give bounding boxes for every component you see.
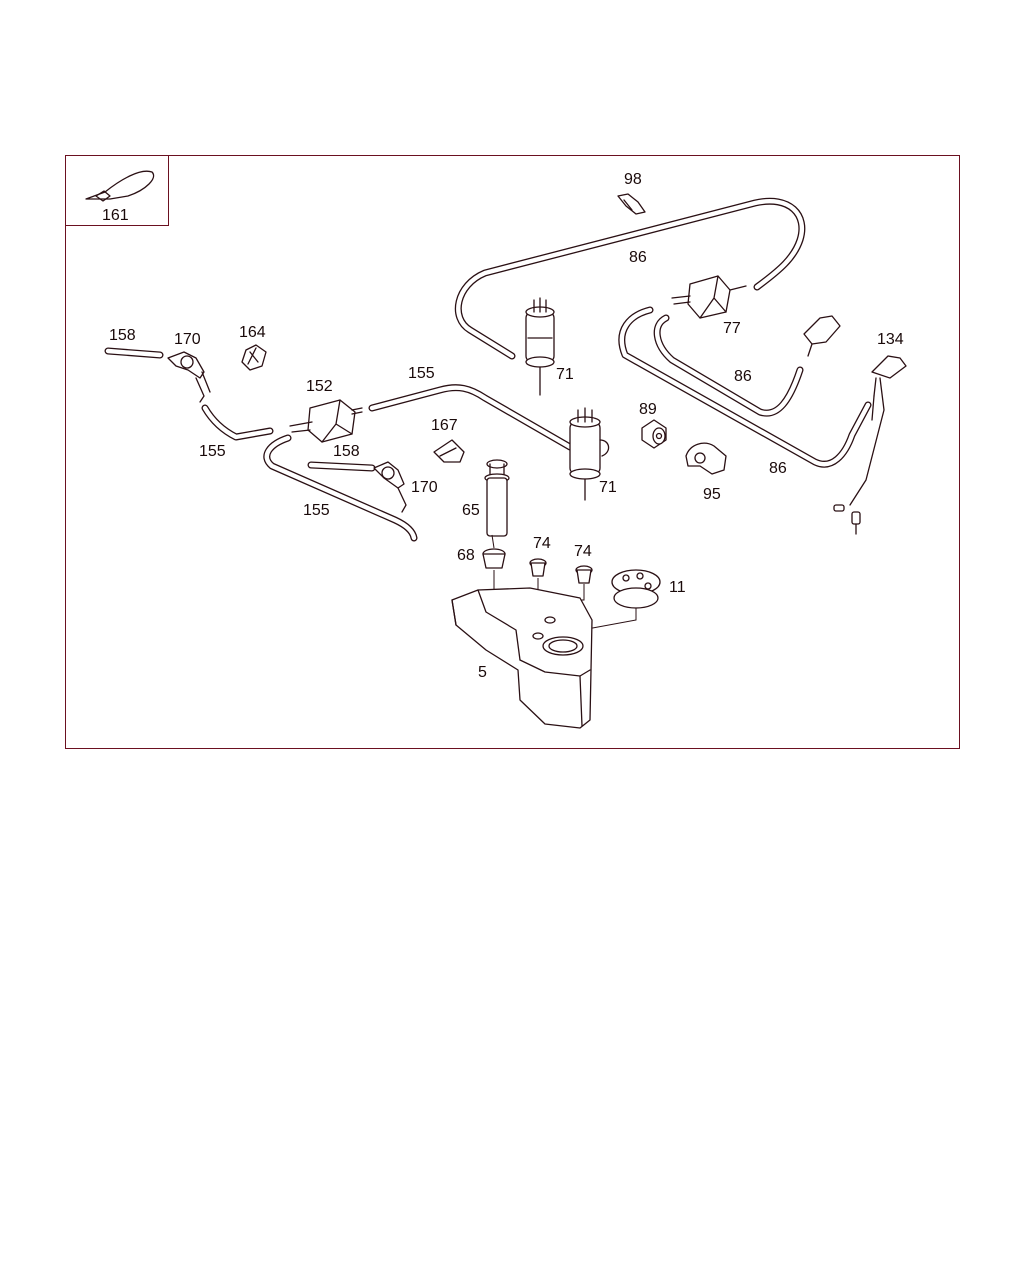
valve-152 (289, 399, 363, 443)
part-label-5: 5 (478, 664, 487, 681)
diagram-frame (65, 155, 960, 749)
part-label-71b: 71 (599, 479, 617, 496)
part-label-158b: 158 (333, 443, 360, 460)
part-label-89: 89 (639, 401, 657, 418)
hose-155-upper (368, 384, 574, 451)
hose-158-lower (307, 461, 376, 472)
grommet-74-right (575, 565, 593, 584)
hose-86-middle (653, 314, 804, 417)
part-label-167: 167 (431, 417, 458, 434)
part-label-74b: 74 (574, 543, 592, 560)
hose-158-upper (104, 347, 164, 359)
nozzle-134 (833, 355, 907, 535)
reservoir-5 (451, 587, 593, 729)
bracket-95 (685, 442, 727, 475)
hose-155-lower (263, 434, 418, 542)
clip-164 (241, 344, 267, 371)
part-label-86c: 86 (769, 460, 787, 477)
cap-11 (611, 569, 661, 609)
pump-71-upper (525, 297, 555, 396)
part-label-71a: 71 (556, 366, 574, 383)
part-label-65: 65 (462, 502, 480, 519)
pump-71-lower (569, 407, 610, 501)
part-label-74a: 74 (533, 535, 551, 552)
part-label-170a: 170 (174, 331, 201, 348)
nozzle-170-upper (167, 351, 211, 403)
hose-86-lower (618, 306, 872, 468)
part-label-134: 134 (877, 331, 904, 348)
part-label-86a: 86 (629, 249, 647, 266)
grommet-68 (482, 548, 506, 569)
part-label-170b: 170 (411, 479, 438, 496)
clip-167 (433, 439, 465, 463)
part-label-155a: 155 (408, 365, 435, 382)
part-label-95: 95 (703, 486, 721, 503)
nozzle-170-lower (373, 461, 407, 513)
part-label-77: 77 (723, 320, 741, 337)
part-label-164: 164 (239, 324, 266, 341)
nozzle-piece-right (803, 315, 841, 357)
valve-77 (671, 275, 747, 319)
grommet-89 (641, 419, 667, 449)
part-label-86b: 86 (734, 368, 752, 385)
part-label-155c: 155 (303, 502, 330, 519)
part-label-98: 98 (624, 171, 642, 188)
inset-box (65, 155, 169, 226)
hose-86-top (454, 197, 806, 360)
part-label-11: 11 (669, 579, 686, 596)
part-label-155b: 155 (199, 443, 226, 460)
part-label-158a: 158 (109, 327, 136, 344)
hose-155-left (201, 404, 274, 441)
part-label-68: 68 (457, 547, 475, 564)
part-label-152: 152 (306, 378, 333, 395)
grommet-74-left (529, 558, 547, 577)
clip-98 (617, 193, 646, 215)
cable-tie-161 (85, 170, 155, 202)
filter-65 (484, 459, 510, 537)
inset-part-label: 161 (102, 207, 129, 224)
